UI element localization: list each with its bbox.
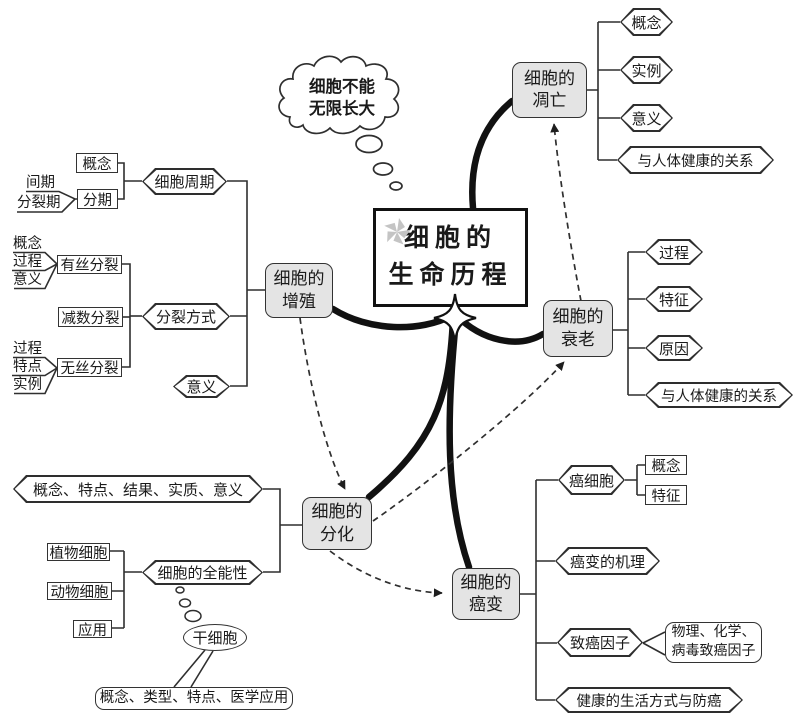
cancer-cell: 癌细胞 <box>558 465 625 495</box>
apoptosis-human-health: 与人体健康的关系 <box>617 146 774 174</box>
pinwheel-watermark-icon <box>384 218 411 245</box>
mitosis-process: 过程 <box>13 254 42 270</box>
senescence-causes: 原因 <box>645 335 703 361</box>
branch-canceration: 细胞的 癌变 <box>452 568 520 620</box>
main-branch-curves <box>329 97 547 571</box>
branch-differentiation: 细胞的 分化 <box>302 497 372 550</box>
cell-cycle-stages: 分期 <box>77 189 118 209</box>
differentiation-summary: 概念、特点、结果、实质、意义 <box>13 475 263 503</box>
totipotency-animal-cell: 动物细胞 <box>47 582 112 601</box>
cell-cycle: 细胞周期 <box>142 168 227 195</box>
proliferation-significance: 意义 <box>173 375 230 398</box>
senescence-human-health: 与人体健康的关系 <box>645 382 793 408</box>
totipotency: 细胞的全能性 <box>142 560 263 585</box>
amitosis-features: 特点 <box>13 359 42 375</box>
central-topic-line1: 细胞的 <box>403 225 497 253</box>
apoptosis-example: 实例 <box>620 56 673 84</box>
apoptosis-significance: 意义 <box>620 104 673 132</box>
mitosis-significance: 意义 <box>13 272 42 288</box>
amitosis: 无丝分裂 <box>57 358 122 377</box>
amitosis-examples: 实例 <box>13 377 42 393</box>
apoptosis-concept: 概念 <box>620 8 673 36</box>
canceration-mechanism: 癌变的机理 <box>555 547 660 575</box>
totipotency-plant-cell: 植物细胞 <box>47 543 110 562</box>
senescence-process: 过程 <box>645 239 703 265</box>
thought-cloud <box>278 55 403 191</box>
mitosis-concept: 概念 <box>13 236 42 252</box>
meiosis: 减数分裂 <box>58 307 123 327</box>
totipotency-application: 应用 <box>73 620 112 639</box>
branch-senescence: 细胞的 衰老 <box>543 300 613 357</box>
senescence-features: 特征 <box>645 286 703 312</box>
amitosis-process: 过程 <box>13 341 42 357</box>
division-modes: 分裂方式 <box>142 303 230 330</box>
central-topic-line2: 生命历程 <box>388 261 513 289</box>
thought-bubble-text: 细胞不能 无限长大 <box>309 77 375 118</box>
branch-apoptosis: 细胞的 凋亡 <box>512 62 587 118</box>
carcinogens: 致癌因子 <box>557 628 643 657</box>
stage-interphase: 间期 <box>26 175 55 191</box>
stem-cell: 干细胞 <box>183 624 247 651</box>
stem-cell-thought-trail <box>175 586 202 623</box>
dashed-relation-arrows <box>299 123 582 598</box>
mitosis: 有丝分裂 <box>57 255 122 274</box>
cancer-cell-concept: 概念 <box>645 455 687 475</box>
carcinogens-detail: 物理、化学、 病毒致癌因子 <box>665 622 762 663</box>
cancer-prevention: 健康的生活方式与防癌 <box>555 687 743 713</box>
stage-mitotic-phase: 分裂期 <box>17 195 61 211</box>
cell-cycle-concept: 概念 <box>76 153 118 173</box>
cancer-cell-features: 特征 <box>645 485 687 505</box>
stem-cell-detail: 概念、类型、特点、医学应用 <box>95 687 293 710</box>
tree-connectors <box>12 21 666 701</box>
central-topic-cell-life-course: 细胞的 生命历程 <box>373 208 528 307</box>
branch-proliferation: 细胞的 增殖 <box>265 263 333 318</box>
